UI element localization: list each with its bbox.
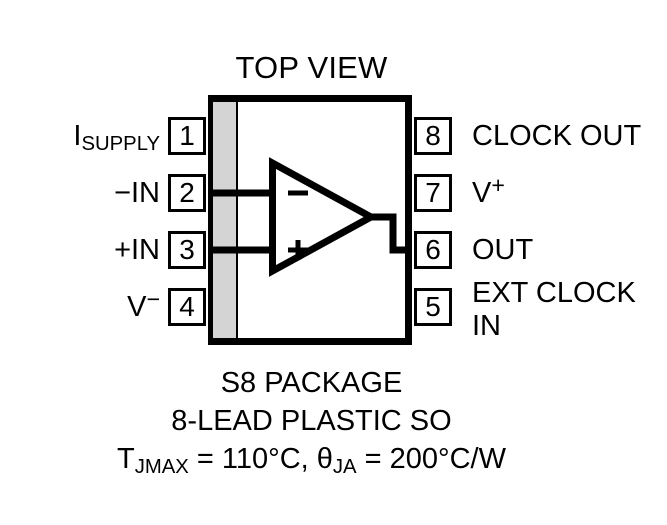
- caption-theta-value: = 200°C/W: [356, 443, 506, 475]
- pin-label-4: V−: [127, 286, 160, 323]
- pin-label-3-text: +IN: [114, 234, 160, 266]
- pin-box-4[interactable]: 4: [168, 288, 206, 326]
- caption-theta-subscript: JA: [332, 456, 357, 479]
- pin-box-8[interactable]: 8: [414, 117, 452, 155]
- pin-label-7: V+: [472, 172, 505, 209]
- pin-label-7-superscript: +: [491, 172, 505, 199]
- pin-label-1: ISUPPLY: [73, 120, 160, 156]
- caption-package-name: S8 PACKAGE: [220, 367, 403, 399]
- pin-label-4-text: V: [127, 291, 147, 323]
- package-notch-strip: [213, 102, 238, 338]
- pin-box-3[interactable]: 3: [168, 231, 206, 269]
- pin-label-4-superscript: −: [146, 286, 160, 313]
- pin-label-2: −IN: [114, 178, 160, 208]
- pin-label-5-text-line1: EXT CLOCK: [472, 277, 636, 309]
- pin-box-6[interactable]: 6: [414, 231, 452, 269]
- caption-theta-symbol: θ: [316, 443, 333, 475]
- diagram-title: TOP VIEW: [0, 52, 667, 83]
- pin-box-1[interactable]: 1: [168, 117, 206, 155]
- caption-tjmax-subscript: JMAX: [134, 456, 189, 479]
- pin-label-3: +IN: [114, 235, 160, 265]
- package-caption-inner: S8 PACKAGE 8-LEAD PLASTIC SO TJMAX = 110…: [117, 364, 506, 481]
- caption-tjmax-value: = 110°C,: [188, 443, 317, 475]
- pin-label-2-text: −IN: [114, 177, 160, 209]
- package-caption: S8 PACKAGE 8-LEAD PLASTIC SO TJMAX = 110…: [0, 364, 667, 481]
- pin-label-5-text-line2: IN: [472, 310, 501, 342]
- pin-label-8-text: CLOCK OUT: [472, 120, 642, 152]
- pin-label-1-text: I: [73, 120, 82, 152]
- caption-tjmax-symbol: T: [117, 443, 135, 475]
- pin-label-6: OUT: [472, 235, 533, 265]
- pin-box-2[interactable]: 2: [168, 174, 206, 212]
- pin-label-1-subscript: SUPPLY: [81, 133, 160, 156]
- pin-label-8: CLOCK OUT: [472, 121, 641, 151]
- caption-package-type: 8-LEAD PLASTIC SO: [171, 405, 452, 437]
- pin-label-6-text: OUT: [472, 234, 534, 266]
- caption-thermal-spec: TJMAX = 110°C, θJA = 200°C/W: [117, 440, 506, 481]
- pin-label-7-text: V: [472, 177, 492, 209]
- diagram-title-text: TOP VIEW: [235, 50, 388, 85]
- pin-box-5[interactable]: 5: [414, 288, 452, 326]
- internal-opamp-schematic: [208, 157, 412, 277]
- pin-box-7[interactable]: 7: [414, 174, 452, 212]
